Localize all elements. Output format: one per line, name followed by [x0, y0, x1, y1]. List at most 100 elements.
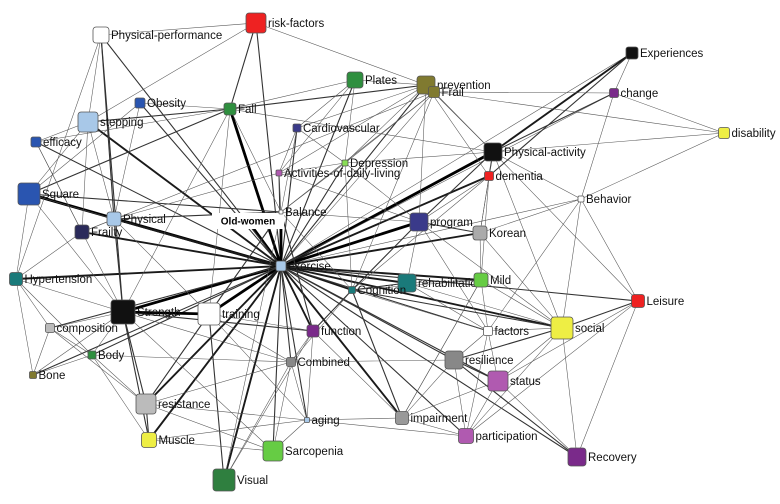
node-status[interactable]: status — [487, 370, 541, 392]
node-exercise[interactable]: exercise — [275, 260, 331, 273]
node-visual[interactable]: Visual — [212, 468, 268, 492]
node-label-strength: Strength — [137, 307, 180, 319]
edge-program-balance — [280, 211, 420, 223]
node-dementia[interactable]: dementia — [484, 171, 544, 183]
edge-exercise-combined — [280, 265, 292, 363]
edge-leisure-status — [497, 300, 639, 382]
node-activities-of-daily-living[interactable]: Activities-of-daily-living — [275, 168, 400, 180]
node-plates[interactable]: Plates — [346, 71, 397, 89]
node-risk-factors[interactable]: risk-factors — [245, 12, 324, 34]
edge-aging-combined — [290, 361, 308, 421]
node-experiences[interactable]: Experiences — [625, 46, 704, 60]
edge-cognition-function — [312, 289, 353, 332]
node-depression[interactable]: Depression — [341, 158, 408, 170]
edge-social-recovery — [561, 327, 578, 458]
node-fall[interactable]: Fall — [223, 102, 257, 116]
node-function[interactable]: function — [306, 324, 361, 338]
edge-exercise-efficacy — [35, 141, 282, 267]
node-label-muscle: Muscle — [159, 435, 195, 447]
node-box-visual — [212, 468, 236, 492]
node-balance[interactable]: Balance — [278, 207, 327, 219]
node-label-cardiovascular: Cardiovascular — [303, 123, 380, 135]
node-label-participation: participation — [476, 431, 538, 443]
node-old-women[interactable]: Old-women — [212, 213, 284, 229]
node-physical-performance[interactable]: Physical-performance — [92, 26, 222, 44]
edge-resistance-aging — [145, 403, 308, 421]
node-body[interactable]: Body — [87, 350, 124, 362]
edge-exercise-bone — [32, 265, 282, 376]
edge-program-social — [418, 221, 563, 329]
node-program[interactable]: program — [409, 212, 473, 232]
node-stepping[interactable]: stepping — [77, 111, 143, 133]
node-efficacy[interactable]: efficacy — [30, 136, 82, 149]
node-resilience[interactable]: resilience — [444, 350, 514, 370]
node-disability[interactable]: disability — [718, 127, 776, 141]
node-label-factors: factors — [495, 326, 530, 338]
node-korean[interactable]: Korean — [472, 225, 526, 241]
edge-exercise-social — [280, 265, 563, 329]
node-prevention[interactable]: prevention — [416, 75, 491, 95]
edge-obesity-physical — [113, 102, 141, 220]
node-box-risk-factors — [245, 12, 267, 34]
node-obesity[interactable]: Obesity — [134, 97, 186, 110]
node-box-resistance — [135, 393, 157, 415]
edge-frail-disability — [433, 91, 725, 134]
node-factors[interactable]: factors — [483, 326, 530, 338]
node-frailty[interactable]: Frailty — [74, 224, 123, 240]
node-hypertension[interactable]: Hypertension — [9, 272, 93, 287]
edge-frail-physical-activity — [433, 91, 494, 153]
edge-behavior-factors — [487, 198, 582, 332]
node-cognition[interactable]: Cognition — [348, 285, 407, 297]
edge-impairment-aging — [306, 417, 403, 421]
edge-social-leisure — [561, 300, 639, 329]
node-rehabilitation[interactable]: rehabilitation — [397, 273, 483, 293]
node-box-mild — [473, 272, 489, 288]
edge-exercise-hypertension — [15, 265, 282, 280]
edge-strength-physical — [113, 218, 124, 313]
edge-resistance-sarcopenia — [145, 403, 274, 452]
edge-composition-resistance — [49, 327, 147, 405]
node-muscle[interactable]: Muscle — [141, 432, 195, 448]
node-mild[interactable]: Mild — [473, 272, 511, 288]
node-aging[interactable]: aging — [304, 415, 340, 427]
edge-composition-hypertension — [15, 278, 51, 329]
node-box-square — [17, 182, 41, 206]
node-impairment[interactable]: impairment — [395, 411, 469, 426]
node-label-depression: Depression — [350, 158, 408, 170]
edge-dementia-experiences — [488, 52, 633, 177]
node-square[interactable]: Square — [17, 182, 79, 206]
edge-prevention-program — [418, 84, 427, 223]
node-sarcopenia[interactable]: Sarcopenia — [262, 440, 344, 462]
node-change[interactable]: change — [609, 88, 659, 100]
edge-resilience-recovery — [453, 359, 578, 458]
edge-exercise-rehabilitation — [280, 265, 408, 284]
node-resistance[interactable]: resistance — [135, 393, 210, 415]
node-composition[interactable]: composition — [45, 323, 118, 335]
node-physical-activity[interactable]: Physical-activity — [483, 142, 586, 162]
node-leisure[interactable]: Leisure — [631, 294, 685, 309]
edge-strength-combined — [122, 311, 292, 363]
node-bone[interactable]: Bone — [29, 370, 66, 382]
node-box-resilience — [444, 350, 464, 370]
node-physical[interactable]: Physical — [106, 211, 166, 227]
edge-strength-training — [121, 310, 211, 316]
node-strength[interactable]: Strength — [110, 299, 180, 325]
edge-rehabilitation-factors — [406, 282, 489, 332]
node-cardiovascular[interactable]: Cardiovascular — [292, 123, 380, 135]
node-recovery[interactable]: Recovery — [567, 447, 637, 467]
node-box-efficacy — [30, 136, 42, 148]
node-frail[interactable]: Frail — [428, 86, 464, 100]
node-label-function: function — [321, 326, 361, 338]
node-box-frail — [428, 86, 440, 98]
node-label-aging: aging — [312, 415, 340, 427]
node-combined[interactable]: Combined — [286, 357, 350, 369]
edge-stepping-physical — [87, 121, 115, 220]
edge-exercise-cardiovascular — [280, 127, 298, 267]
node-social[interactable]: social — [550, 316, 604, 340]
node-box-composition — [45, 323, 55, 333]
edge-exercise-recovery — [280, 265, 578, 458]
node-training[interactable]: training — [197, 302, 260, 326]
node-behavior[interactable]: Behavior — [577, 194, 632, 206]
edge-prevention-activities-of-daily-living — [278, 84, 427, 174]
node-participation[interactable]: participation — [458, 428, 538, 444]
